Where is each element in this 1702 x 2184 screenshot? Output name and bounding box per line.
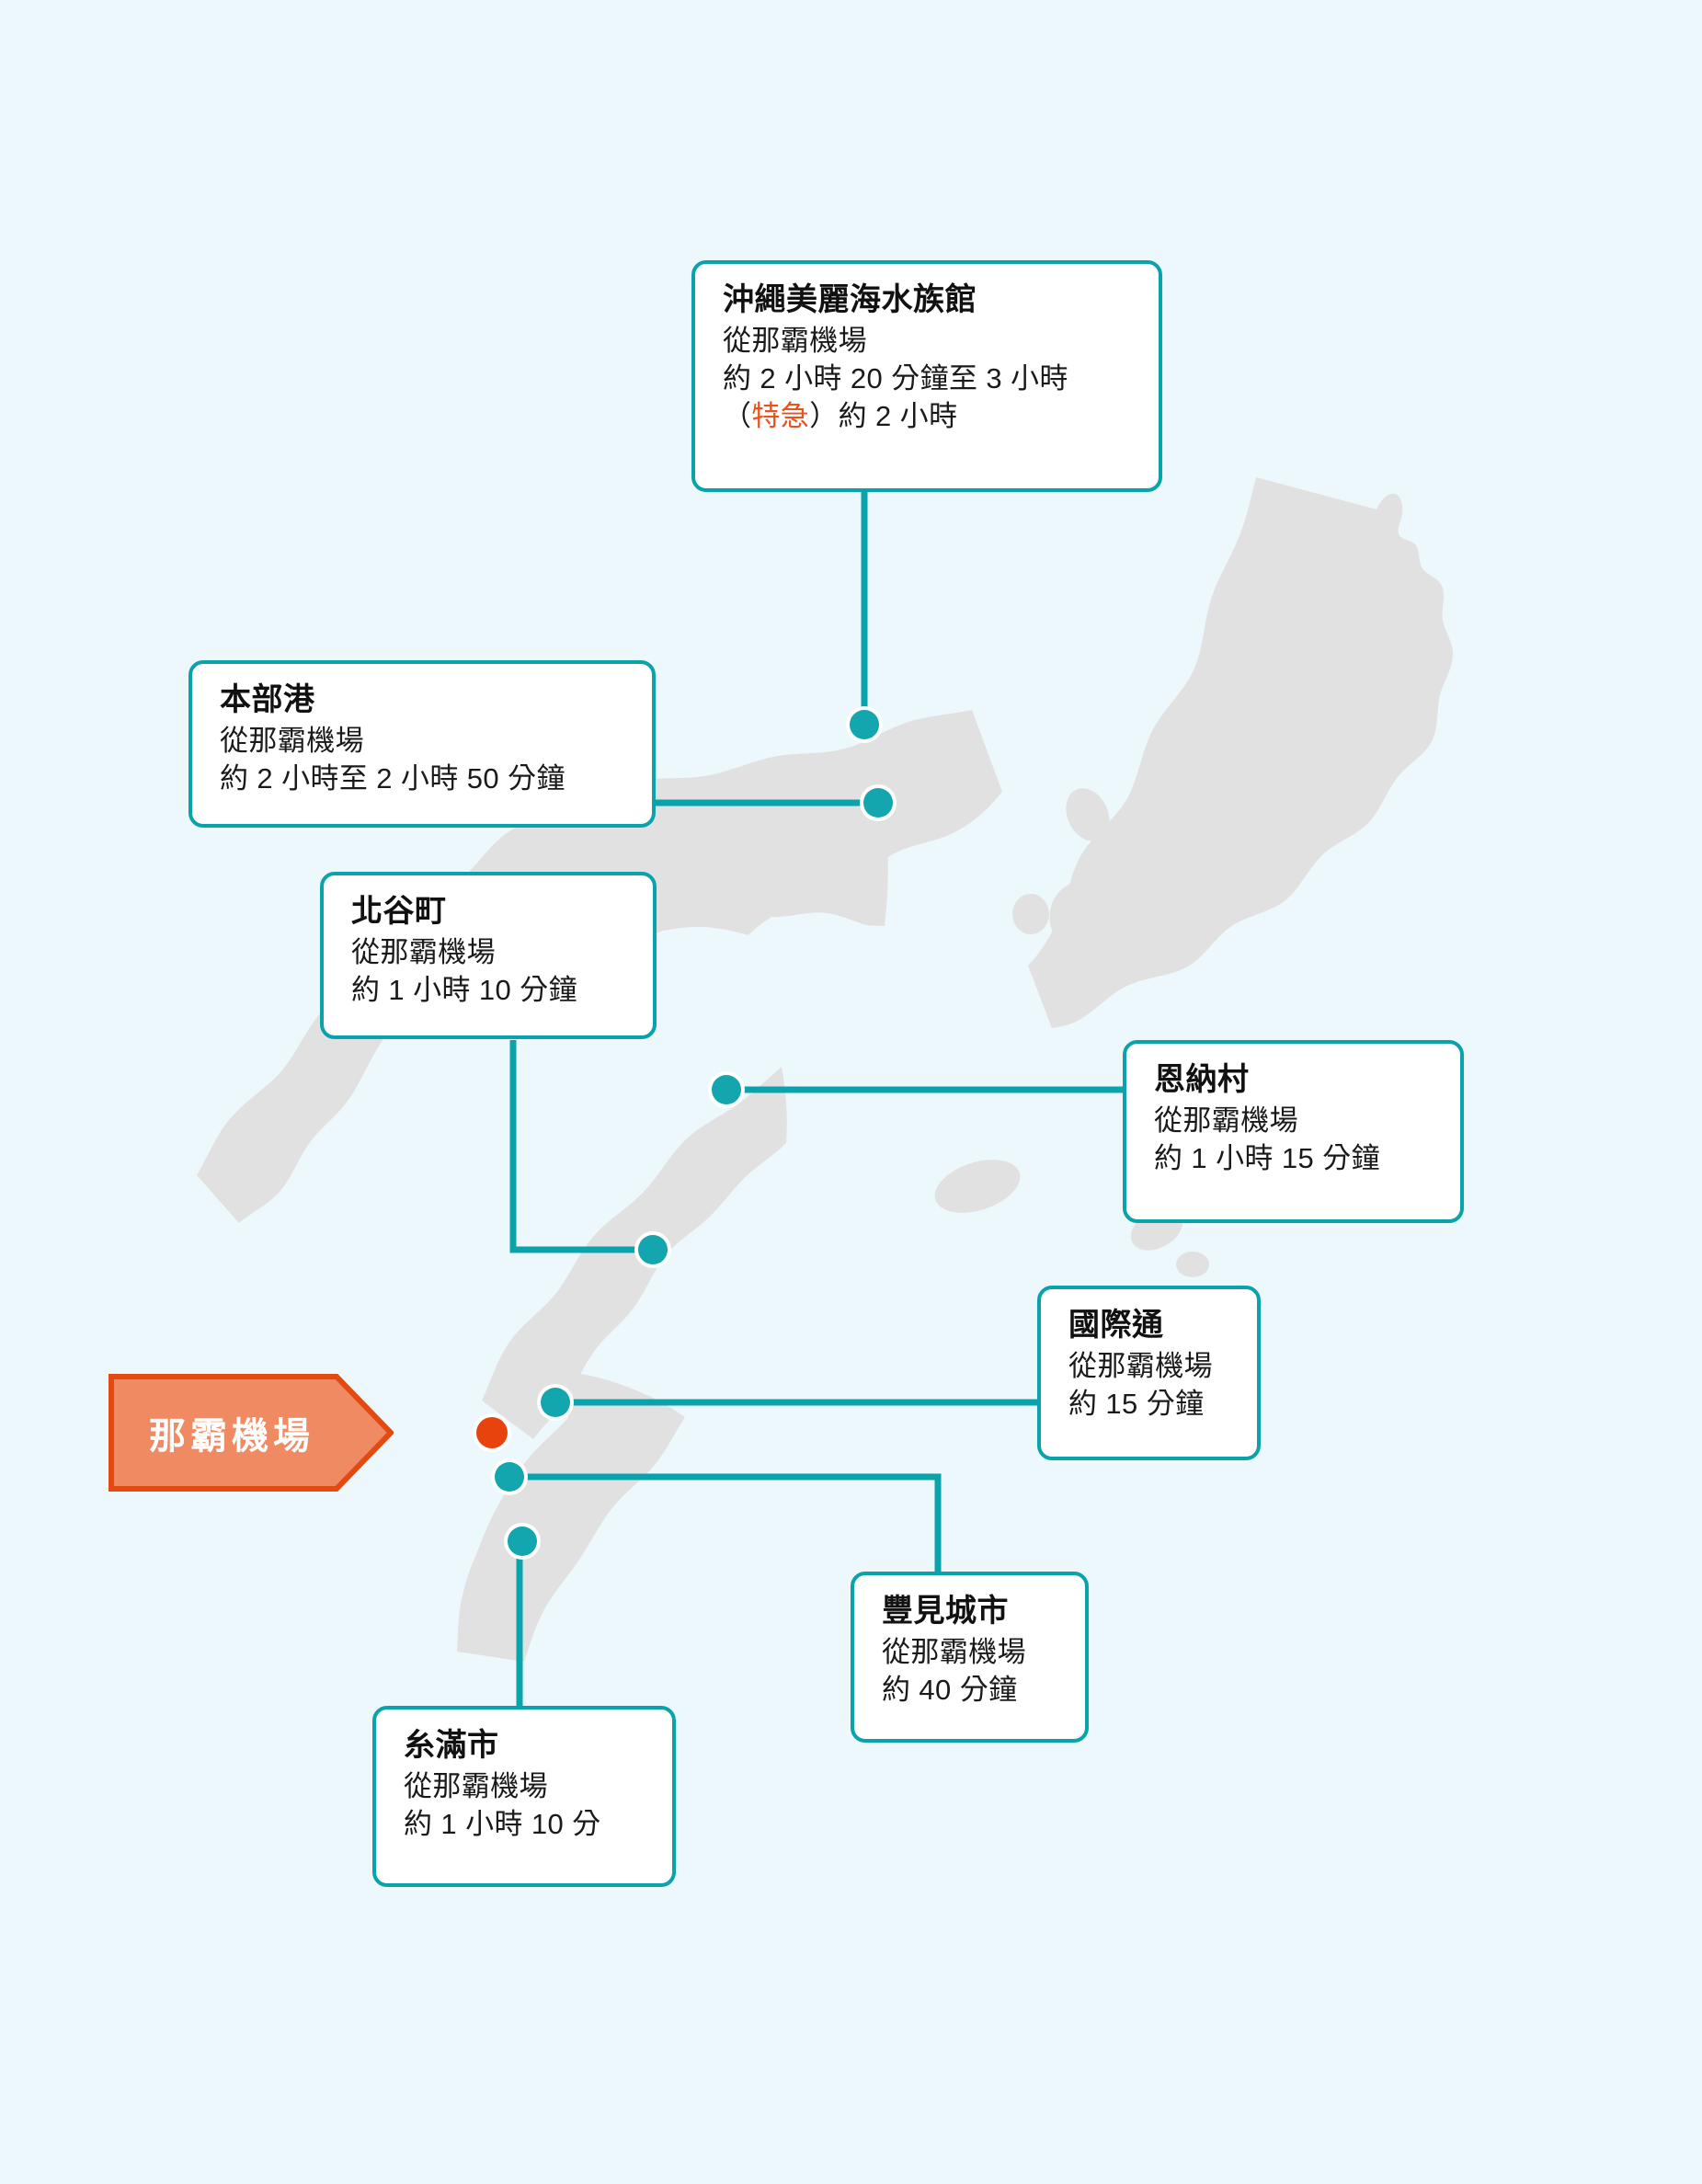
itoman-duration: 約 1 小時 10 分 [404,1808,601,1841]
marker-tomigusuku[interactable] [491,1458,528,1495]
tomigusuku-title: 豐見城市 [882,1594,1009,1629]
express-paren-open: （ [723,399,752,432]
churaumi-express-note: （特急）約 2 小時 [723,398,1135,436]
tomigusuku-duration: 約 40 分鐘 [882,1674,1018,1707]
express-badge: 特急 [751,399,810,432]
churaumi-duration: 約 2 小時 20 分鐘至 3 小時 [723,362,1068,395]
chatan-title: 北谷町 [351,894,447,929]
onna-title: 恩納村 [1154,1062,1250,1097]
motobu-port-title: 本部港 [220,682,315,717]
itoman-title: 糸滿市 [404,1728,499,1763]
info-box-kokusai-dori[interactable]: 國際通 從那霸機場 約 15 分鐘 [1037,1286,1261,1460]
onna-duration: 約 1 小時 15 分鐘 [1154,1142,1380,1175]
churaumi-title: 沖繩美麗海水族館 [723,282,977,317]
express-paren-close: ）約 2 小時 [809,399,958,432]
map-markers-group [473,706,897,1560]
marker-motobu-port[interactable] [860,784,897,821]
info-box-itoman[interactable]: 糸滿市 從那霸機場 約 1 小時 10 分 [372,1706,676,1887]
itoman-from: 從那霸機場 [404,1770,548,1803]
marker-kokusai-dori[interactable] [537,1384,574,1421]
naha-airport-banner[interactable]: 那霸機場 [109,1374,394,1492]
motobu-port-from: 從那霸機場 [220,725,364,758]
connector-lines-group [508,492,1124,1747]
motobu-port-duration: 約 2 小時至 2 小時 50 分鐘 [220,762,565,795]
connector-tomigusuku [508,1473,942,1572]
kokusai-dori-title: 國際通 [1068,1308,1164,1343]
info-box-churaumi[interactable]: 沖繩美麗海水族館 從那霸機場 約 2 小時 20 分鐘至 3 小時 （特急）約 … [691,260,1162,492]
connector-chatan [509,1040,650,1253]
marker-onna[interactable] [708,1071,745,1108]
marker-itoman[interactable] [504,1523,541,1560]
naha-airport-marker[interactable] [473,1413,511,1452]
tomigusuku-from: 從那霸機場 [882,1636,1026,1669]
kokusai-dori-duration: 約 15 分鐘 [1068,1388,1205,1421]
marker-chatan[interactable] [634,1231,671,1268]
info-box-chatan[interactable]: 北谷町 從那霸機場 約 1 小時 10 分鐘 [320,872,657,1039]
info-box-tomigusuku[interactable]: 豐見城市 從那霸機場 約 40 分鐘 [851,1572,1089,1743]
info-box-onna[interactable]: 恩納村 從那霸機場 約 1 小時 15 分鐘 [1123,1040,1464,1223]
marker-churaumi[interactable] [846,706,883,743]
chatan-duration: 約 1 小時 10 分鐘 [351,974,577,1007]
banner-arrow-shape [109,1374,394,1492]
onna-from: 從那霸機場 [1154,1104,1298,1138]
churaumi-from: 從那霸機場 [723,325,867,358]
info-box-motobu-port[interactable]: 本部港 從那霸機場 約 2 小時至 2 小時 50 分鐘 [188,660,656,828]
kokusai-dori-from: 從那霸機場 [1068,1350,1213,1383]
chatan-from: 從那霸機場 [351,936,496,969]
